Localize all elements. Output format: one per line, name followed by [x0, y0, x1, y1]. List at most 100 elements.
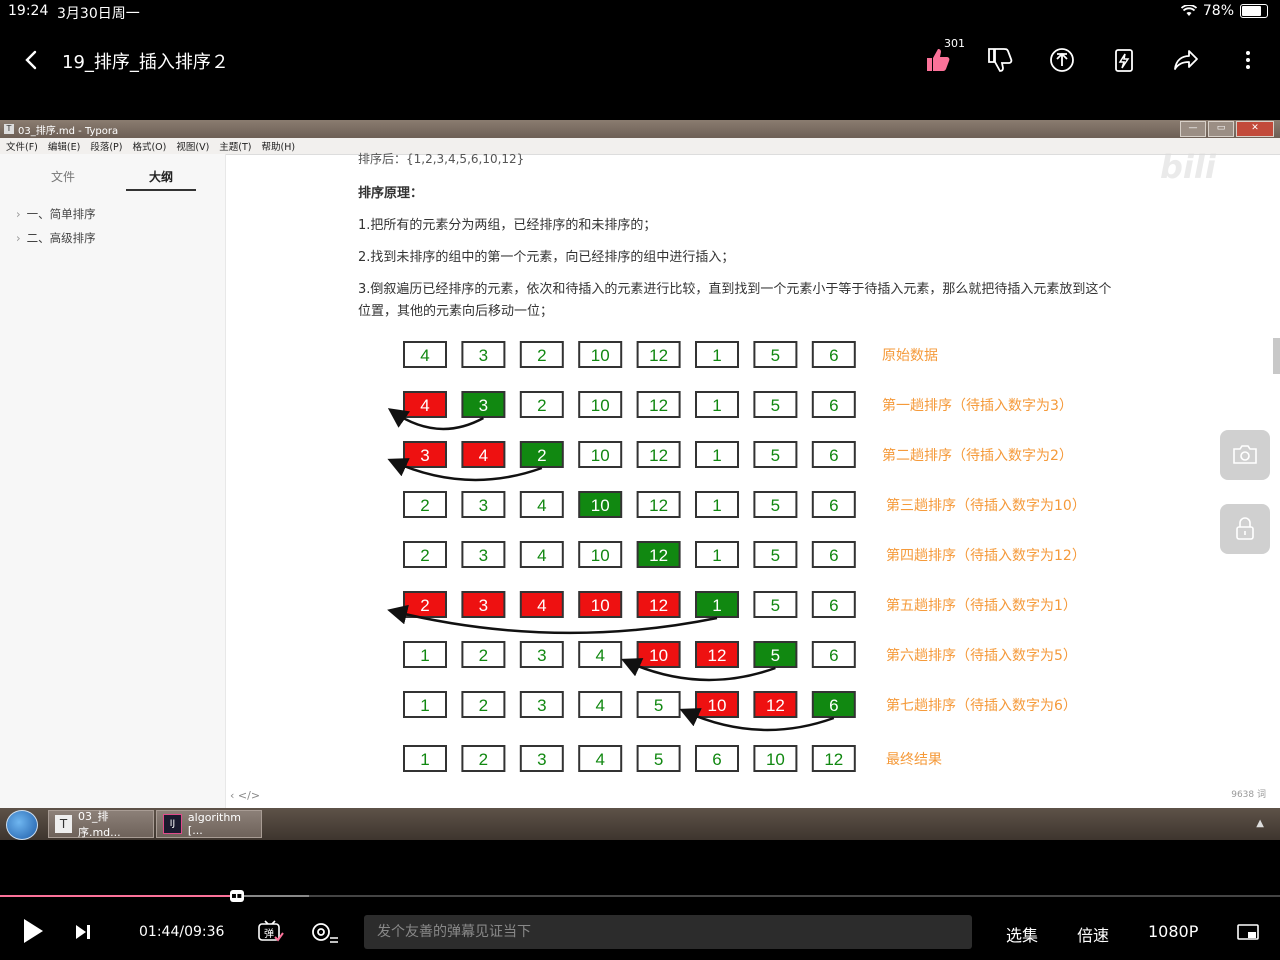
menu-format[interactable]: 格式(O): [132, 142, 167, 153]
taskbar-item-idea[interactable]: IJ algorithm [...: [156, 810, 262, 838]
sort-cell-value: 5: [771, 346, 780, 365]
sort-cell-value: 6: [712, 750, 721, 769]
sort-cell-value: 4: [595, 696, 604, 715]
sort-cell: [403, 541, 447, 568]
screen-cast-icon[interactable]: [1236, 922, 1260, 944]
screenshot-button[interactable]: [1220, 430, 1270, 480]
menu-edit[interactable]: 编辑(E): [47, 142, 81, 153]
sort-cell-value: 3: [479, 346, 488, 365]
episodes-button[interactable]: 选集: [1006, 926, 1039, 945]
sort-cell: [753, 745, 798, 772]
sort-cell-value: 5: [771, 546, 780, 565]
menu-theme[interactable]: 主题(T): [219, 142, 252, 153]
danmaku-settings-icon[interactable]: [308, 918, 340, 946]
lock-button[interactable]: [1220, 504, 1270, 554]
outline-item-advanced-sort[interactable]: ›二、高级排序: [16, 231, 96, 245]
sort-cell: [519, 691, 564, 718]
editor-footer-icons[interactable]: ‹ </>: [230, 789, 261, 802]
section-heading: 排序原理：: [358, 186, 424, 201]
danmaku-input[interactable]: 发个友善的弹幕见证当下: [364, 915, 972, 949]
sort-cell: [753, 541, 798, 568]
sort-cell-value: 10: [591, 396, 610, 415]
more-icon[interactable]: [1231, 43, 1265, 77]
close-button[interactable]: ✕: [1236, 121, 1274, 137]
sort-cell: [578, 745, 623, 772]
charge-icon[interactable]: [1107, 43, 1141, 77]
speed-button[interactable]: 倍速: [1077, 926, 1110, 945]
insert-arrow: [387, 458, 543, 482]
sort-cell-value: 10: [591, 596, 610, 615]
sort-cell-value: 1: [420, 696, 429, 715]
menu-file[interactable]: 文件(F): [6, 142, 38, 153]
play-icon[interactable]: [20, 916, 46, 946]
battery-percent: 78%: [1202, 3, 1234, 19]
minimize-button[interactable]: —: [1180, 121, 1206, 137]
danmaku-toggle-icon[interactable]: 弹: [256, 918, 284, 946]
sort-cell: [519, 591, 564, 618]
sort-cell: [811, 541, 856, 568]
editor-content[interactable]: 排序后：{1,2,3,4,5,6,10,12} 排序原理： 1.把所有的元素分为…: [226, 152, 1280, 808]
sort-cell-value: 6: [829, 646, 838, 665]
sort-cell-value: 2: [537, 396, 546, 415]
sort-cell: [578, 391, 623, 418]
tray-expand-icon[interactable]: ▲: [1256, 818, 1264, 829]
progress-thumb[interactable]: ▪▪: [229, 890, 244, 902]
sort-cell: [519, 641, 564, 668]
sort-cell: [403, 641, 447, 668]
sort-cell: [811, 391, 856, 418]
progress-bar[interactable]: [0, 895, 1280, 897]
back-arrow-icon[interactable]: [20, 46, 44, 74]
sort-cell-value: 3: [479, 396, 488, 415]
chevron-right-icon: ›: [16, 207, 21, 221]
sort-cell: [461, 745, 506, 772]
coin-icon[interactable]: [1045, 43, 1079, 77]
status-bar: 19:24 3月30日周一 78%: [0, 0, 1280, 24]
sort-cell-value: 2: [479, 750, 488, 769]
playback-time: 01:44/09:36: [139, 924, 225, 940]
sort-cell: [636, 341, 681, 368]
menu-view[interactable]: 视图(V): [176, 142, 210, 153]
sort-cell-value: 12: [649, 546, 668, 565]
sort-cell-value: 1: [712, 596, 721, 615]
thumbs-down-icon[interactable]: [983, 43, 1017, 77]
sort-cell: [578, 441, 623, 468]
tab-files[interactable]: 文件: [50, 170, 75, 184]
maximize-button[interactable]: ▭: [1208, 121, 1234, 137]
scrollbar[interactable]: [1273, 338, 1280, 374]
sort-cell-value: 12: [649, 346, 668, 365]
start-button[interactable]: [6, 810, 38, 840]
sort-cell: [695, 745, 739, 772]
window-controls: — ▭ ✕: [1180, 121, 1274, 137]
sort-cell-value: 1: [420, 646, 429, 665]
row-label: 原始数据: [882, 348, 938, 364]
thumbs-up-icon[interactable]: [921, 43, 955, 77]
tab-outline[interactable]: 大纲: [148, 170, 173, 184]
sort-cell-value: 10: [766, 750, 785, 769]
sort-cell: [636, 591, 681, 618]
next-icon[interactable]: [74, 922, 92, 942]
menu-paragraph[interactable]: 段落(P): [90, 142, 123, 153]
sort-cell-value: 3: [537, 696, 546, 715]
sort-cell: [578, 491, 623, 518]
sort-cell: [578, 691, 623, 718]
menu-help[interactable]: 帮助(H): [261, 142, 296, 153]
sort-cell-value: 12: [824, 750, 843, 769]
taskbar-item-typora[interactable]: T 03_排序.md...: [48, 810, 154, 839]
sort-cell: [578, 541, 623, 568]
sort-cell: [461, 541, 506, 568]
sort-cell-value: 3: [479, 546, 488, 565]
outline-item-simple-sort[interactable]: ›一、简单排序: [16, 207, 96, 221]
video-header: 19_排序_插入排序２ 301: [0, 28, 1280, 92]
share-icon[interactable]: [1169, 43, 1203, 77]
sort-cell-value: 5: [654, 696, 663, 715]
sort-cell: [519, 391, 564, 418]
sort-cell: [811, 641, 856, 668]
windows-taskbar: T 03_排序.md... IJ algorithm [... ▲: [0, 808, 1280, 840]
sort-cell: [695, 641, 739, 668]
sort-cell: [695, 441, 739, 468]
row-label: 最终结果: [886, 752, 942, 768]
sort-cell: [695, 491, 739, 518]
sort-cell: [811, 341, 856, 368]
sort-cell: [753, 341, 798, 368]
quality-button[interactable]: 1080P: [1148, 922, 1199, 941]
